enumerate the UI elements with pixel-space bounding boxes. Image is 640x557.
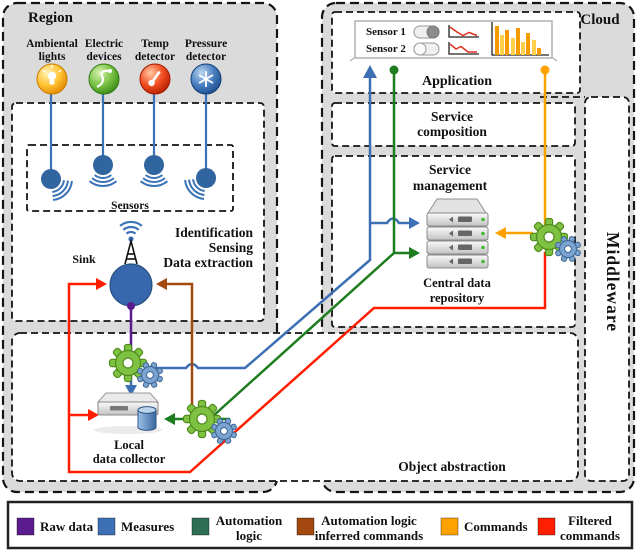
device-label: Pressure — [185, 38, 227, 50]
device-label: Temp — [141, 38, 169, 50]
central-repository-icon — [426, 198, 489, 269]
legend-label-filtered-commands: Filtered — [568, 513, 613, 528]
svg-text:Local: Local — [114, 438, 144, 452]
svg-text:repository: repository — [430, 291, 485, 305]
sink-label: Sink — [72, 252, 96, 266]
svg-text:management: management — [413, 178, 488, 193]
legend-swatch-commands — [440, 517, 459, 536]
legend-swatch-automation-logic — [191, 517, 210, 536]
sensor-node-icons — [41, 155, 216, 189]
electric-device-icon — [88, 63, 120, 95]
service-composition-label: Service composition — [417, 109, 487, 139]
application-dashboard-widget: Sensor 1 Sensor 2 — [349, 20, 558, 62]
legend-swatch-raw-data — [16, 517, 35, 536]
sink-node — [109, 263, 153, 307]
device-label: devices — [86, 51, 122, 63]
sensors-box — [26, 144, 234, 212]
sensor1-label: Sensor 1 — [366, 26, 406, 38]
device-label: Ambiental — [26, 38, 78, 50]
device-labels: Ambiental lights Electric devices Temp d… — [26, 38, 227, 63]
middleware-label: Middleware — [603, 232, 623, 332]
region-label: Region — [28, 10, 74, 26]
device-label: detector — [135, 51, 175, 63]
central-repository-label: Central data repository — [423, 276, 491, 305]
svg-text:Service: Service — [429, 162, 471, 177]
service-management-label: Service management — [413, 162, 488, 193]
legend-label-automation-logic: Automation — [216, 513, 283, 528]
sensor1-toggle[interactable] — [413, 25, 440, 39]
legend-label-measures: Measures — [121, 519, 174, 534]
automation-logic-arrowheads — [164, 65, 420, 425]
legend-swatch-measures — [97, 517, 116, 536]
database-cylinder-icon — [137, 406, 157, 431]
device-label: detector — [186, 51, 226, 63]
sensor-wave-icons — [52, 174, 205, 201]
sensor2-toggle[interactable] — [413, 42, 440, 56]
cloud-label: Cloud — [580, 12, 620, 28]
sensor1-sparkline — [448, 25, 479, 38]
device-stems — [49, 94, 208, 179]
object-abstraction-label: Object abstraction — [398, 459, 506, 474]
application-label: Application — [422, 74, 492, 89]
local-data-collector-icon — [94, 392, 162, 434]
measures-arrowheads — [125, 65, 420, 396]
ambient-light-icon — [36, 63, 68, 95]
legend: Raw data Measures Automation logic Autom… — [6, 500, 634, 550]
local-collector-label: Local data collector — [93, 438, 166, 466]
filtered-commands-arrowheads — [88, 278, 107, 421]
legend-label-inferred-commands: inferred commands — [315, 528, 423, 543]
pressure-detector-icon — [190, 63, 222, 95]
legend-label-commands: Commands — [464, 519, 528, 534]
legend-swatch-inferred-commands — [296, 517, 315, 536]
legend-swatch-filtered-commands — [537, 517, 556, 536]
sensor-bar-chart — [491, 22, 549, 56]
svg-text:composition: composition — [417, 124, 487, 139]
function-label: Sensing — [209, 240, 254, 255]
inferred-commands-arrowhead — [156, 278, 167, 290]
function-label: Data extraction — [163, 255, 253, 270]
commands-line — [506, 72, 547, 235]
temperature-detector-icon — [139, 63, 171, 95]
legend-label-automation-logic: logic — [236, 528, 262, 543]
legend-label-filtered-commands: commands — [560, 528, 620, 543]
svg-text:Service: Service — [431, 109, 473, 124]
sensor2-sparkline — [448, 42, 479, 55]
svg-text:data collector: data collector — [93, 452, 166, 466]
raw-data-dot — [127, 302, 135, 310]
function-label: Identification — [175, 225, 253, 240]
middleware-functions-labels: Identification Sensing Data extraction — [163, 225, 253, 270]
commands-arrowhead — [495, 65, 550, 239]
legend-label-raw-data: Raw data — [40, 519, 94, 534]
svg-text:Central data: Central data — [423, 276, 491, 290]
filtered-commands-line — [67, 252, 547, 474]
device-label: lights — [39, 51, 66, 63]
sensors-label: Sensors — [111, 200, 149, 212]
inferred-commands-line — [166, 282, 194, 410]
sensor2-label: Sensor 2 — [366, 43, 406, 55]
middleware-box — [584, 96, 630, 482]
legend-label-inferred-commands: Automation logic — [321, 513, 417, 528]
device-label: Electric — [85, 38, 123, 50]
